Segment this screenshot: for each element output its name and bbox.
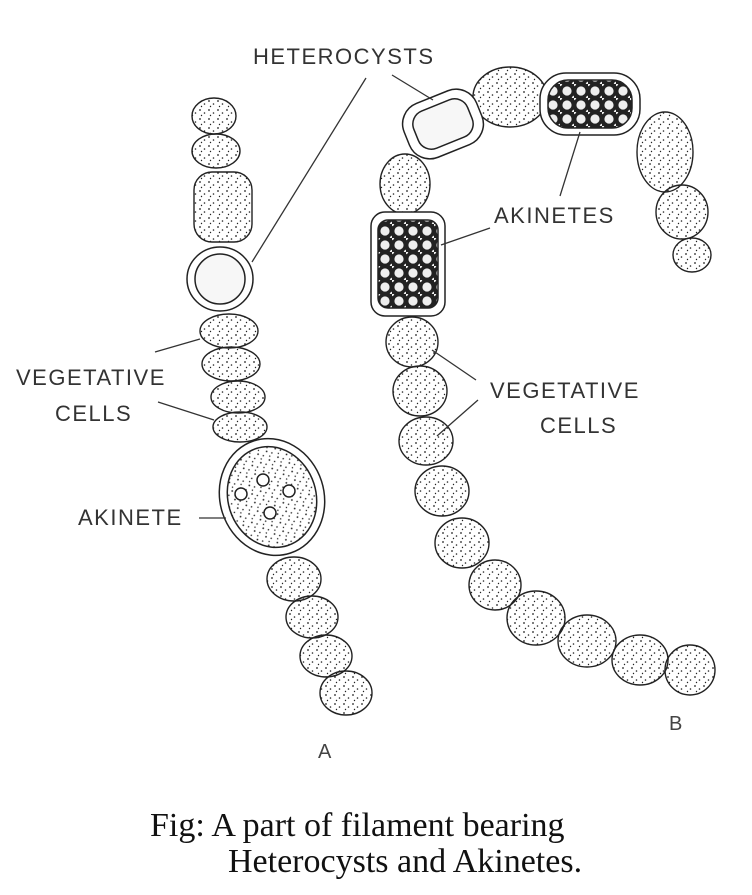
filament-a <box>186 97 373 716</box>
vegetative-cells-a-bottom <box>266 556 373 716</box>
heterocyst-a <box>186 246 254 312</box>
leader-heterocyst-a <box>251 77 367 263</box>
leader-akinetes-top <box>559 131 581 197</box>
leader-lines <box>154 74 581 519</box>
label-vegetative-a-line1: VEGETATIVE <box>16 365 166 390</box>
label-vegetative-b-line2: CELLS <box>540 413 617 438</box>
vegetative-cell-b-upper <box>379 153 431 215</box>
figure-caption: Fig: A part of filament bearing Heterocy… <box>150 808 710 880</box>
label-heterocysts: HETEROCYSTS <box>253 44 435 69</box>
caption-line-1: Fig: A part of filament bearing <box>150 807 565 844</box>
label-vegetative-a-line2: CELLS <box>55 401 132 426</box>
caption-line-2: Heterocysts and Akinetes. <box>228 843 583 880</box>
leader-akinetes-left <box>440 227 491 246</box>
vegetative-cells-a-top <box>191 97 253 243</box>
akinete-b-left <box>370 211 446 317</box>
leader-vegetative-b1 <box>431 349 477 381</box>
heterocyst-b <box>401 88 485 160</box>
filament-b <box>370 66 716 696</box>
panel-label-a: A <box>318 741 332 763</box>
label-akinete: AKINETE <box>78 505 183 530</box>
akinete-a <box>218 437 326 557</box>
vegetative-cells-a-mid <box>199 313 268 443</box>
vegetative-cells-b-chain <box>385 316 716 696</box>
leader-heterocyst-b <box>391 74 434 101</box>
leader-vegetative-a2 <box>157 401 215 421</box>
akinete-b-top <box>539 72 641 136</box>
leader-vegetative-b2 <box>436 399 479 437</box>
leader-vegetative-a1 <box>154 338 201 353</box>
label-akinetes: AKINETES <box>494 203 615 228</box>
panel-label-b: B <box>669 713 682 735</box>
label-vegetative-b-line1: VEGETATIVE <box>490 378 640 403</box>
